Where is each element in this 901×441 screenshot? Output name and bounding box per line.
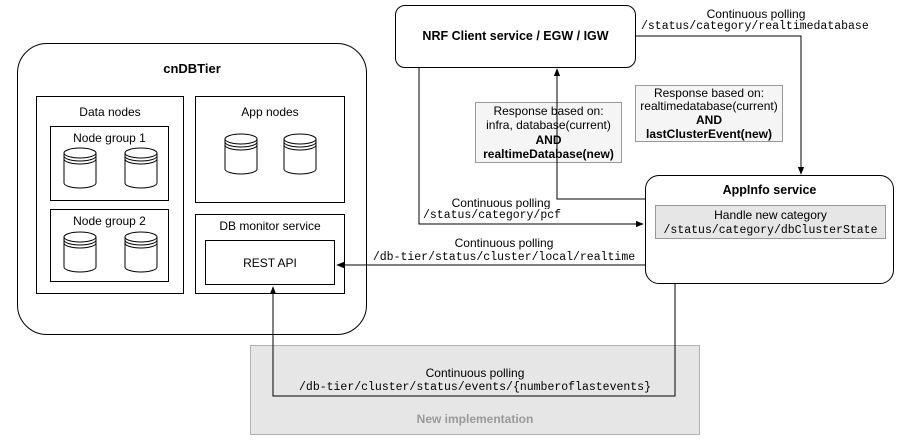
poll-realtime-label: Continuous polling — [454, 236, 554, 250]
handle-new-category-box — [655, 205, 886, 239]
app-nodes-box — [195, 96, 345, 203]
rest-api-label: REST API — [243, 256, 297, 270]
rest-api-box — [205, 240, 335, 285]
database-icon — [63, 147, 97, 189]
arrow-response-left — [553, 68, 645, 200]
new-implementation-region — [250, 345, 700, 435]
nrf-client-service-box — [395, 5, 636, 68]
arrow-polling-realtimedatabase — [636, 35, 805, 175]
database-icon — [63, 231, 97, 273]
poll-pcf-endpoint: /status/category/pcf — [423, 209, 562, 222]
database-icon — [283, 133, 317, 175]
database-icon — [224, 133, 258, 175]
response-box-left — [475, 102, 622, 163]
database-icon — [124, 231, 158, 273]
db-monitor-service-title: DB monitor service — [219, 219, 321, 233]
arrow-polling-pcf — [418, 68, 644, 228]
poll-rtdb-label: Continuous polling — [706, 7, 806, 21]
dbclusterstate-endpoint: /status/category/dbClusterState — [663, 224, 878, 237]
cndbtier-title: cnDBTier — [163, 61, 221, 76]
response-right-line4: lastClusterEvent(new) — [645, 127, 773, 141]
handle-new-category-label: Handle new category — [714, 208, 827, 222]
response-left-line4: realtimeDatabase(new) — [483, 147, 614, 161]
response-right-line1: Response based on: — [653, 86, 765, 100]
response-right-line2: realtimedatabase(current) — [640, 99, 778, 113]
new-implementation-label: New implementation — [416, 412, 534, 426]
arrow-polling-events — [269, 284, 676, 397]
poll-realtime-endpoint: /db-tier/status/cluster/local/realtime — [372, 251, 636, 264]
response-left-line2: infra, database(current) — [486, 118, 611, 132]
node-group-2-label: Node group 2 — [73, 214, 146, 228]
app-nodes-title: App nodes — [241, 105, 299, 119]
response-left-line3: AND — [535, 133, 562, 147]
appinfo-service-title: AppInfo service — [722, 183, 817, 197]
data-nodes-title: Data nodes — [79, 105, 141, 119]
response-left-line1: Response based on: — [493, 104, 604, 118]
database-icon — [124, 147, 158, 189]
poll-rtdb-endpoint: /status/category/realtimedatabase — [641, 20, 869, 33]
poll-events-endpoint: /db-tier/cluster/status/events/{numberof… — [299, 381, 651, 394]
response-right-line3: AND — [696, 113, 722, 127]
nrf-client-service-title: NRF Client service / EGW / IGW — [422, 29, 609, 43]
poll-pcf-label: Continuous polling — [451, 196, 551, 210]
poll-events-label: Continuous polling — [425, 366, 525, 380]
node-group-1-label: Node group 1 — [73, 131, 146, 145]
response-box-right — [635, 85, 783, 142]
